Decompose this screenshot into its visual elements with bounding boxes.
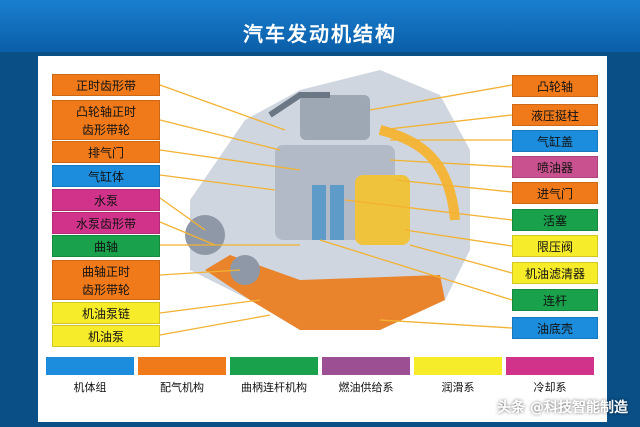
diagram-title: 汽车发动机结构 xyxy=(243,22,397,46)
legend-item-valve-train: 配气机构 xyxy=(138,357,226,397)
legend-swatch xyxy=(138,357,226,375)
timing-belt xyxy=(268,92,330,118)
oil-pan xyxy=(205,255,445,330)
legend-item-crank-mechanism: 曲柄连杆机构 xyxy=(230,357,318,397)
header-bar xyxy=(0,0,640,52)
label-crankshaft-timing-pulley: 曲轴正时 齿形带轮 xyxy=(52,260,160,300)
legend-item-fuel-system: 燃油供给系 xyxy=(322,357,410,397)
legend-item-lubrication: 润滑系 xyxy=(414,357,502,397)
label-oil-filter: 机油滤清器 xyxy=(512,262,598,284)
legend-label: 润滑系 xyxy=(441,381,475,394)
piston xyxy=(312,185,326,240)
label-oil-pan: 油底壳 xyxy=(512,317,598,339)
label-crankshaft: 曲轴 xyxy=(52,235,160,257)
legend-swatch xyxy=(506,357,594,375)
legend-swatch xyxy=(322,357,410,375)
legend: 机体组 配气机构 曲柄连杆机构 燃油供给系 润滑系 冷却系 xyxy=(46,357,596,415)
legend-label: 配气机构 xyxy=(160,381,204,394)
label-cylinder-head: 气缸盖 xyxy=(512,130,598,152)
legend-label: 曲柄连杆机构 xyxy=(241,381,307,394)
legend-label: 燃油供给系 xyxy=(338,381,394,394)
legend-label: 冷却系 xyxy=(533,381,567,394)
legend-item-engine-block: 机体组 xyxy=(46,357,134,397)
legend-swatch xyxy=(414,357,502,375)
legend-swatch xyxy=(46,357,134,375)
label-intake-valve: 进气门 xyxy=(512,182,598,204)
legend-label: 机体组 xyxy=(73,381,107,394)
label-cylinder-block: 气缸体 xyxy=(52,165,160,187)
label-injector: 喷油器 xyxy=(512,156,598,178)
label-oil-pump: 机油泵 xyxy=(52,325,160,347)
crankshaft-pulley xyxy=(230,255,260,285)
intake-pipe xyxy=(378,125,460,221)
label-oil-pump-chain: 机油泵链 xyxy=(52,302,160,324)
piston xyxy=(330,185,344,240)
label-exhaust-valve: 排气门 xyxy=(52,141,160,163)
label-timing-belt: 正时齿形带 xyxy=(52,74,160,96)
label-camshaft: 凸轮轴 xyxy=(512,75,598,97)
leader-lines xyxy=(159,84,513,336)
watermark: 头条 @科技智能制造 xyxy=(497,400,628,416)
label-water-pump-belt: 水泵齿形带 xyxy=(52,212,160,234)
cylinder-head xyxy=(300,95,370,140)
legend-item-cooling: 冷却系 xyxy=(506,357,594,397)
oil-filter xyxy=(355,175,410,245)
label-hydraulic-tappet: 液压挺柱 xyxy=(512,104,598,126)
label-water-pump: 水泵 xyxy=(52,189,160,211)
legend-swatch xyxy=(230,357,318,375)
label-piston: 活塞 xyxy=(512,209,598,231)
label-camshaft-timing-pulley: 凸轮轴正时 齿形带轮 xyxy=(52,100,160,140)
label-connecting-rod: 连杆 xyxy=(512,289,598,311)
label-pressure-relief-valve: 限压阀 xyxy=(512,235,598,257)
